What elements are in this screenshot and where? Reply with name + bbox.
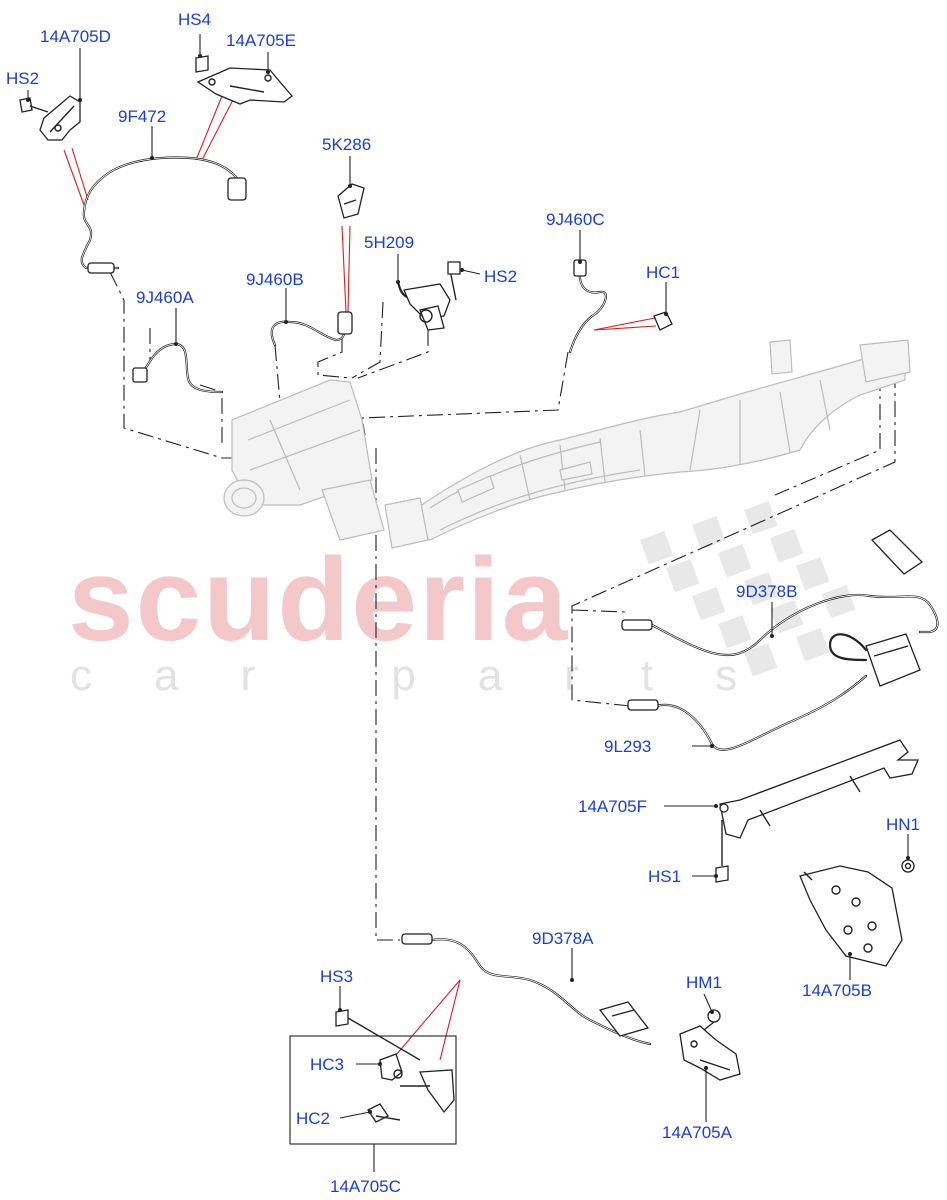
part-label: 9J460C: [546, 210, 605, 229]
bracket-14a705b: [799, 865, 903, 967]
part-label: HS4: [178, 10, 211, 29]
part-label: 9D378B: [736, 582, 797, 601]
assembly-dash-lines: [109, 271, 896, 941]
bracket-14a705d: [39, 95, 81, 141]
connector-5k286: [337, 183, 365, 219]
nox-connector-icon: [598, 1001, 650, 1037]
part-label: 14A705F: [578, 797, 647, 816]
red-callout-lines: [63, 95, 657, 1061]
part-label: HC2: [296, 1109, 330, 1128]
harness-9j460b: [270, 311, 353, 347]
nox-connector-icon: [870, 529, 924, 575]
nox-control-unit-icon: [865, 633, 921, 687]
nut-hn1: [901, 859, 915, 873]
part-label: HN1: [886, 815, 920, 834]
harness-9j460a: [132, 342, 224, 394]
harness-9l293: [627, 674, 868, 751]
clip-hc1: [653, 311, 673, 331]
bracket-14a705e: [196, 67, 293, 105]
checkered-flag-watermark: [639, 501, 856, 677]
watermark: scuderia car parts: [68, 501, 856, 700]
watermark-brand: scuderia: [68, 534, 569, 666]
part-label: 9J460B: [246, 270, 304, 289]
bracket-14a705f: [719, 739, 919, 839]
sensor-module-5h209: [396, 261, 461, 331]
harness-9f472: [80, 156, 247, 274]
catalytic-converter: [223, 379, 385, 541]
part-label: 5H209: [364, 233, 414, 252]
nox-sensor-9d378a: [401, 933, 652, 1046]
temp-probe-icon: [627, 699, 659, 711]
part-label: HC3: [310, 1055, 344, 1074]
bolt-hs3: [335, 1009, 421, 1061]
part-label: 14A705C: [330, 1177, 401, 1196]
part-label: 9F472: [118, 107, 166, 126]
part-label: HS2: [6, 69, 39, 88]
part-label: 14A705A: [662, 1123, 733, 1142]
part-label: 5K286: [322, 135, 371, 154]
bracket-group-14a705c: [289, 1035, 457, 1145]
part-label: 9L293: [604, 737, 651, 756]
part-labels: 14A705D HS4 14A705E HS2 9F472 5K286 5H20…: [6, 10, 920, 1196]
part-label: HS2: [484, 267, 517, 286]
nox-probe-icon: [401, 933, 433, 945]
harness-9j460c: [568, 259, 607, 354]
sensor-plug-icon: [337, 311, 353, 335]
part-label: HM1: [686, 973, 722, 992]
sensor-probe-icon: [87, 262, 115, 274]
bracket-14a705a: [679, 1025, 741, 1081]
part-label: 9J460A: [136, 288, 194, 307]
nox-sensor-9d378b: [621, 529, 939, 687]
part-label: HC1: [646, 263, 680, 282]
part-label: HS1: [648, 867, 681, 886]
connector-icon: [227, 177, 247, 201]
bolt-hs2-left: [19, 97, 49, 113]
part-label: 9D378A: [532, 929, 594, 948]
bolt-hs4: [195, 55, 209, 73]
watermark-tagline: car parts: [70, 651, 799, 700]
part-label: HS3: [320, 967, 353, 986]
part-label: 14A705B: [802, 981, 872, 1000]
leader-lines: [26, 34, 910, 1172]
part-label: 14A705E: [226, 31, 296, 50]
callout-box: [289, 1035, 457, 1145]
exhaust-pipe-assembly: [384, 339, 911, 549]
part-label: 14A705D: [40, 27, 111, 46]
harness-end-icon: [132, 367, 148, 383]
nox-probe-icon: [621, 619, 653, 631]
